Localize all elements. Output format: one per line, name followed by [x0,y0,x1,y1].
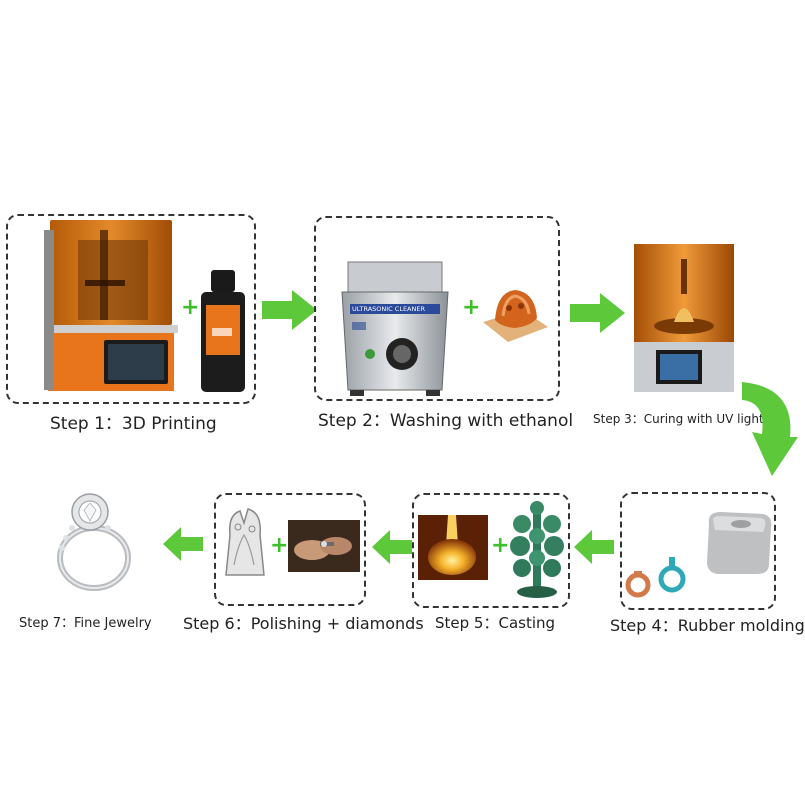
step4-label: Step 4：Rubber molding [610,616,805,635]
polishing-hands-icon [288,520,360,572]
silicone-mold-icon [703,508,775,578]
step6-label: Step 6：Polishing + diamonds [183,614,424,633]
plus-sign: + [270,533,289,558]
step1-box [6,214,256,404]
molten-metal-icon [418,515,488,580]
step1-label: Step 1：3D Printing [50,414,217,434]
step5-label: Step 5：Casting [435,614,556,632]
green-arrow-icon [163,527,203,561]
green-arrow-icon [372,530,412,564]
resin-bottle-icon [198,270,248,395]
step3-label: Step 3：Curing with UV light [593,412,764,426]
plus-sign: + [491,533,510,558]
diamond-ring-icon [50,490,140,594]
step2-label: Step 2：Washing with ethanol [318,411,574,431]
green-arrow-icon [262,290,317,330]
step2-box [314,216,560,401]
cleaner-brand-text: ULTRASONIC CLEANER [352,305,425,313]
step5-box [412,493,570,608]
step7-label: Step 7：Fine Jewelry [19,616,152,631]
green-arrow-icon [574,530,614,564]
plus-sign: + [462,295,481,320]
step6-box [214,493,366,606]
step4-box [620,492,776,610]
resin-printer-icon [40,220,180,395]
plus-sign: + [181,295,200,320]
curved-green-arrow-icon [740,372,800,482]
polished-piece-icon [218,505,270,577]
printed-model-icon [483,282,548,347]
cast-tree-icon [508,500,566,598]
wax-ring-icon [624,553,694,598]
green-arrow-icon [570,293,625,333]
uv-curing-station-icon [634,244,734,392]
ultrasonic-cleaner-icon [330,261,460,397]
